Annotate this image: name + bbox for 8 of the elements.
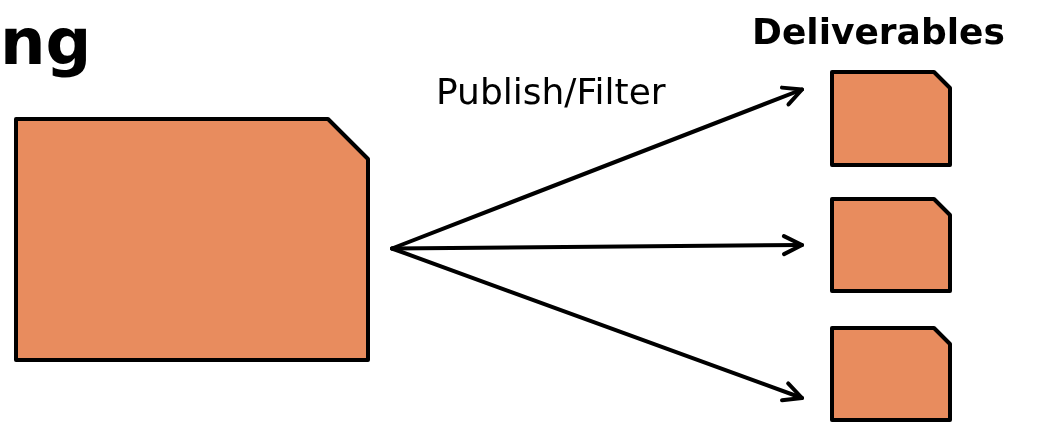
document-shape: [830, 326, 952, 422]
arrow: [390, 234, 804, 257]
heading: Deliverables: [752, 14, 1005, 50]
document-shape: [14, 117, 370, 362]
arrow: [390, 246, 804, 403]
edge-label: Publish/Filter: [436, 74, 666, 110]
document-shape: [830, 197, 952, 293]
document-shape: [830, 70, 952, 167]
